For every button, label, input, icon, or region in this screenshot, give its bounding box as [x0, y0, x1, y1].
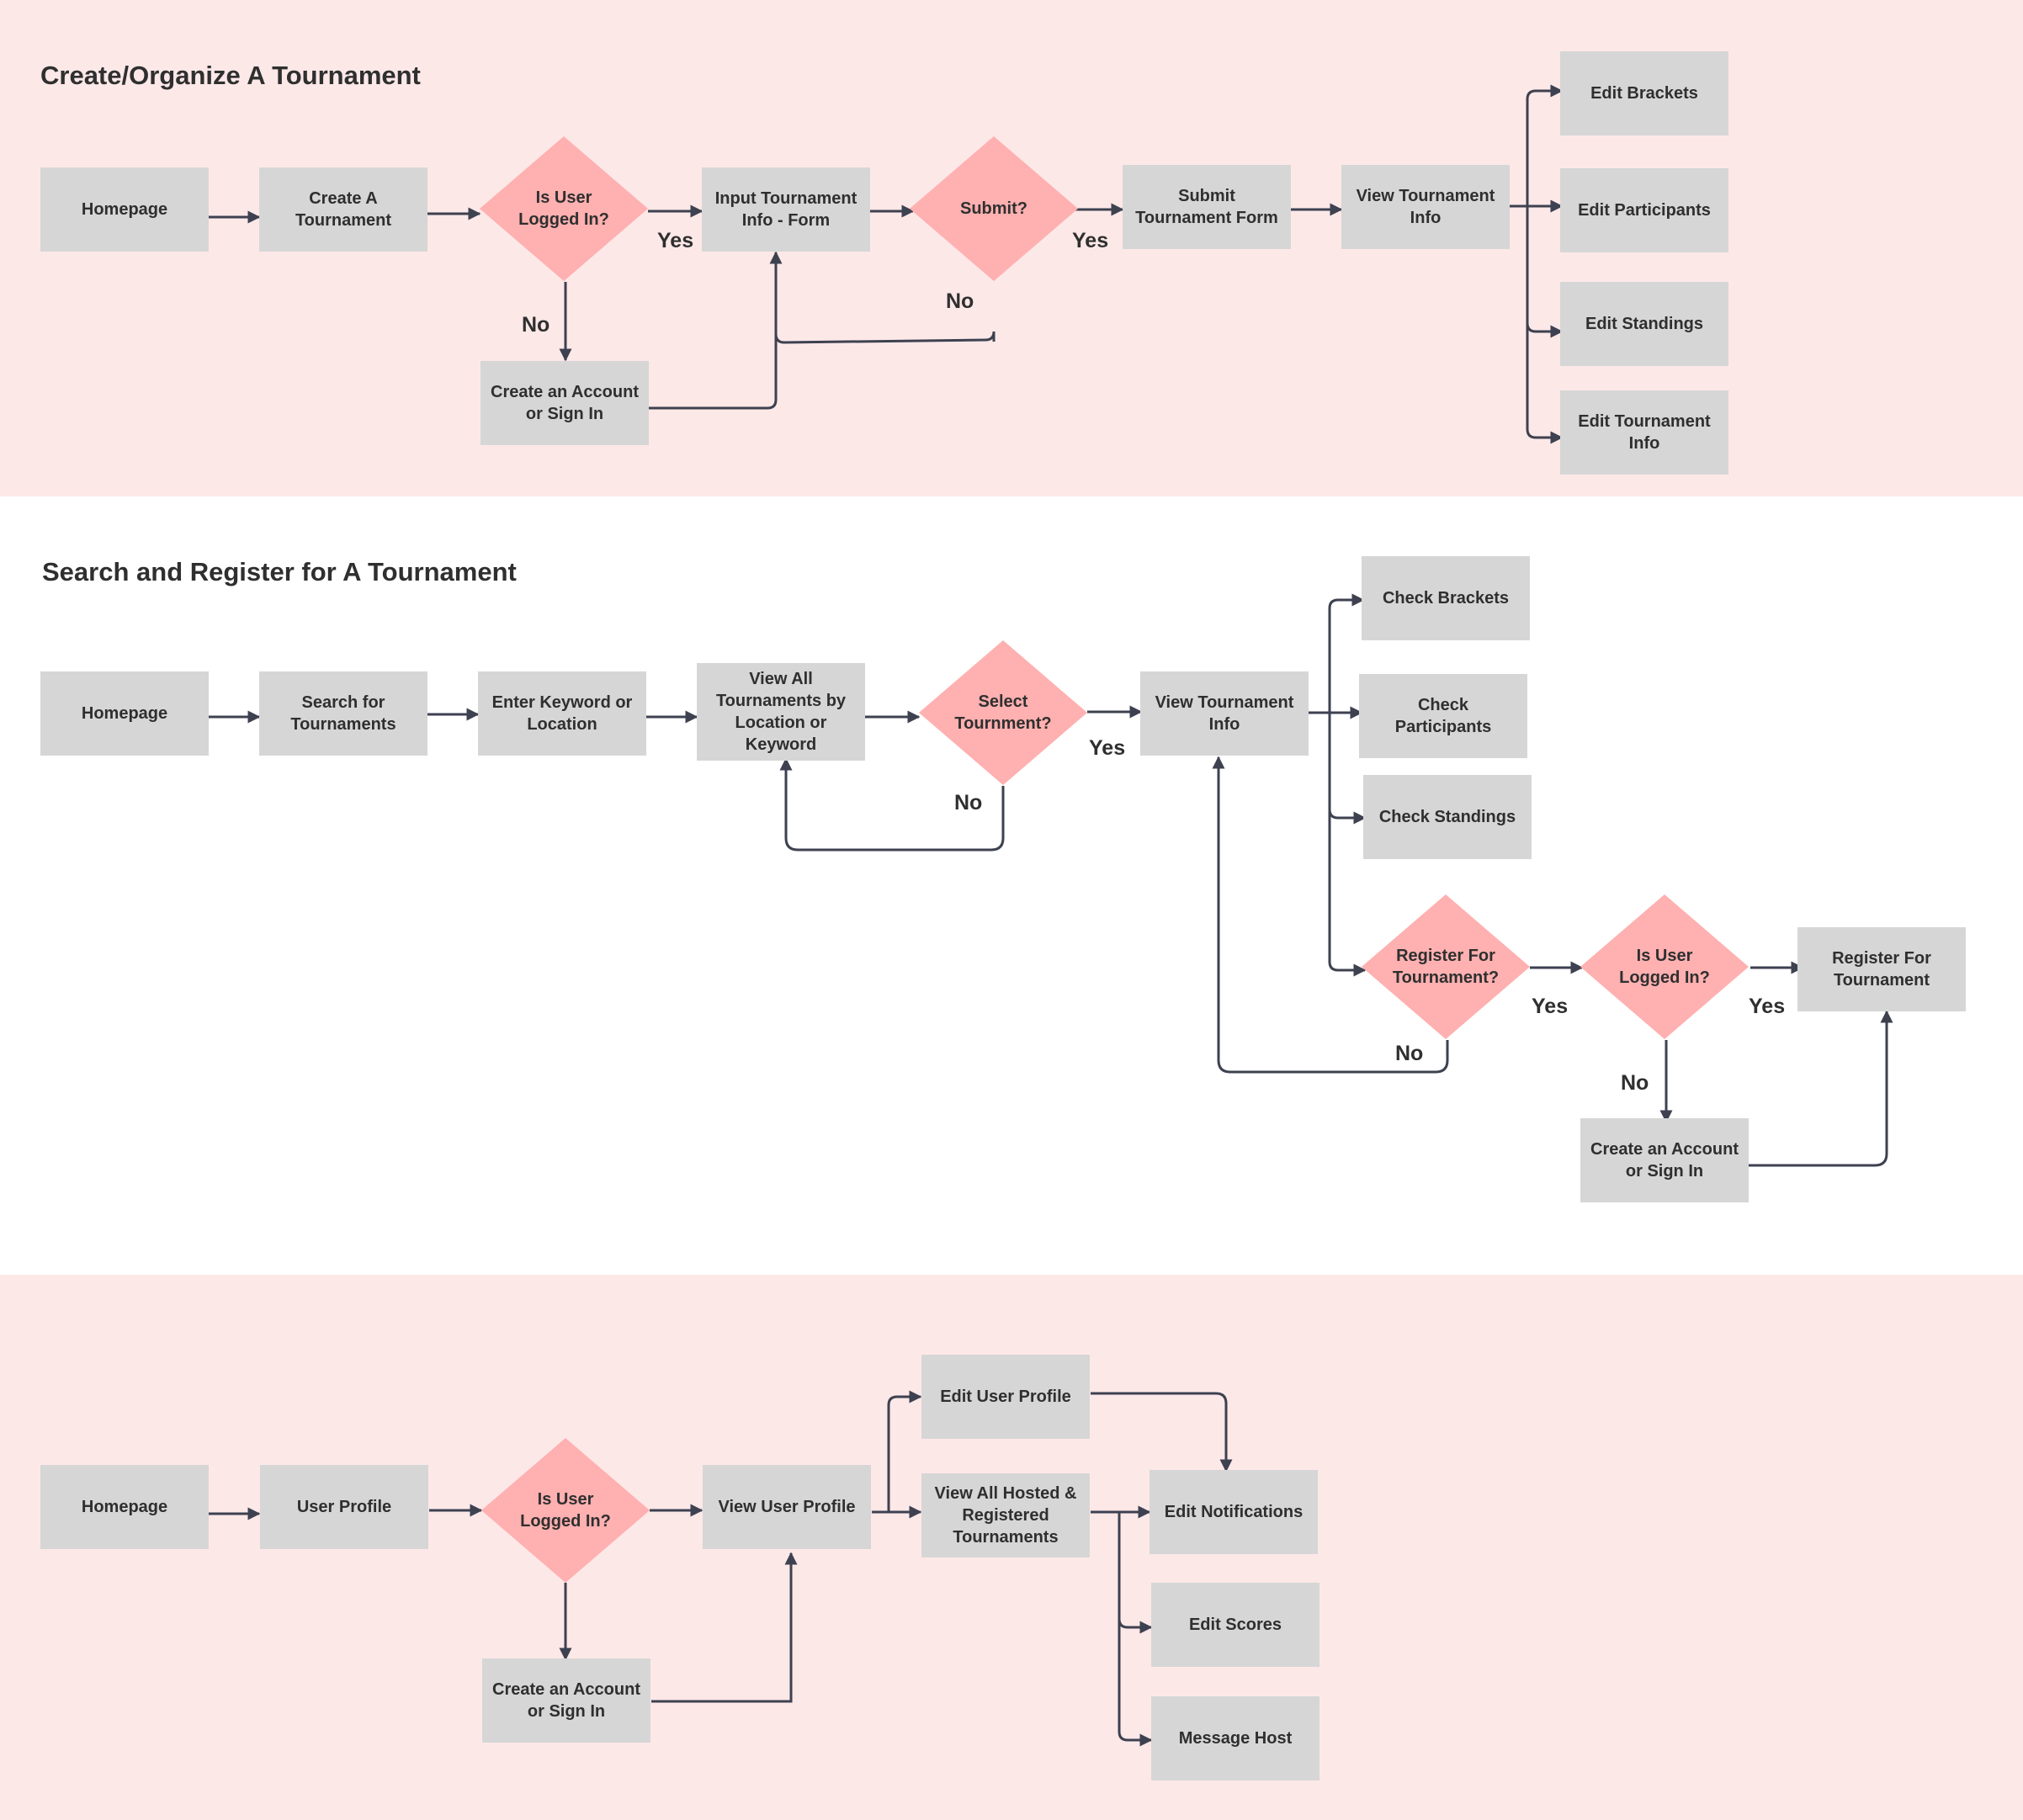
yes-label: Yes — [1749, 995, 1786, 1018]
decision-label: Register For Tournament? — [1392, 947, 1500, 987]
section-title-search: Search and Register for A Tournament — [42, 557, 517, 586]
edge — [1749, 1010, 1893, 1167]
decision-label: Is User Logged In? — [520, 1490, 611, 1531]
no-label: No — [1621, 1071, 1649, 1095]
edge — [1526, 323, 1564, 444]
input-form-node: Input Tournament Info - Form — [702, 167, 870, 252]
register-decision: Register For Tournament? — [1362, 894, 1530, 1039]
logged-in-decision: Is User Logged In? — [481, 1438, 650, 1583]
no-label: No — [946, 289, 974, 313]
edit-brackets-node: Edit Brackets — [1560, 51, 1728, 135]
edge — [648, 251, 783, 410]
no-label: No — [954, 791, 983, 814]
edge — [1508, 84, 1564, 208]
view-info-node: View Tournament Info — [1341, 165, 1510, 249]
search-node: Search for Tournaments — [259, 671, 427, 756]
user-profile-node: User Profile — [260, 1465, 428, 1549]
edit-standings-node: Edit Standings — [1560, 282, 1728, 366]
homepage-node: Homepage — [40, 167, 209, 252]
edge — [1212, 756, 1449, 1074]
yes-label: Yes — [657, 229, 694, 252]
select-decision: Select Tournment? — [919, 640, 1087, 785]
yes-label: Yes — [1089, 736, 1126, 760]
create-tournament-node: Create A Tournament — [259, 167, 427, 252]
decision-label: Is User Logged In? — [518, 188, 609, 229]
keyword-node: Enter Keyword or Location — [478, 671, 646, 756]
register-node: Register For Tournament — [1797, 927, 1966, 1011]
check-brackets-node: Check Brackets — [1362, 556, 1530, 640]
no-label: No — [522, 313, 550, 337]
edit-profile-node: Edit User Profile — [921, 1355, 1090, 1439]
signin-node: Create an Account or Sign In — [481, 361, 649, 445]
homepage-node: Homepage — [40, 1465, 209, 1549]
no-label: No — [1395, 1042, 1424, 1065]
edit-scores-node: Edit Scores — [1151, 1583, 1319, 1667]
yes-label: Yes — [1072, 229, 1109, 252]
edit-notifications-node: Edit Notifications — [1150, 1470, 1318, 1554]
submit-decision: Submit? — [910, 136, 1078, 281]
check-participants-node: Check Participants — [1359, 674, 1527, 758]
section-title-create: Create/Organize A Tournament — [40, 61, 421, 90]
decision-label: Select Tournment? — [954, 692, 1052, 733]
edge — [1118, 1619, 1153, 1747]
view-info-node: View Tournament Info — [1140, 671, 1309, 756]
homepage-node: Homepage — [40, 671, 209, 756]
edge — [651, 1552, 798, 1703]
signin-node: Create an Account or Sign In — [482, 1658, 650, 1743]
view-hosted-node: View All Hosted & Registered Tournaments — [921, 1473, 1090, 1557]
view-profile-node: View User Profile — [703, 1465, 871, 1549]
edit-info-node: Edit Tournament Info — [1560, 390, 1728, 475]
yes-label: Yes — [1532, 995, 1569, 1018]
message-host-node: Message Host — [1151, 1696, 1319, 1780]
view-all-node: View All Tournaments by Location or Keyw… — [697, 663, 865, 761]
edge — [1328, 809, 1367, 977]
logged-in-decision: Is User Logged In? — [480, 136, 648, 281]
edge — [887, 1390, 922, 1512]
signin-node: Create an Account or Sign In — [1580, 1118, 1749, 1202]
submit-form-node: Submit Tournament Form — [1123, 165, 1291, 249]
decision-label: Is User Logged In? — [1619, 947, 1710, 987]
edge — [779, 757, 1005, 852]
logged-in-decision: Is User Logged In? — [1580, 894, 1749, 1039]
edit-participants-node: Edit Participants — [1560, 168, 1728, 252]
edge — [1118, 1512, 1153, 1634]
edge — [1526, 206, 1564, 338]
edge — [1328, 593, 1365, 713]
edge — [1091, 1392, 1233, 1472]
check-standings-node: Check Standings — [1363, 775, 1532, 859]
edge — [774, 331, 996, 344]
decision-label: Submit? — [960, 199, 1027, 218]
